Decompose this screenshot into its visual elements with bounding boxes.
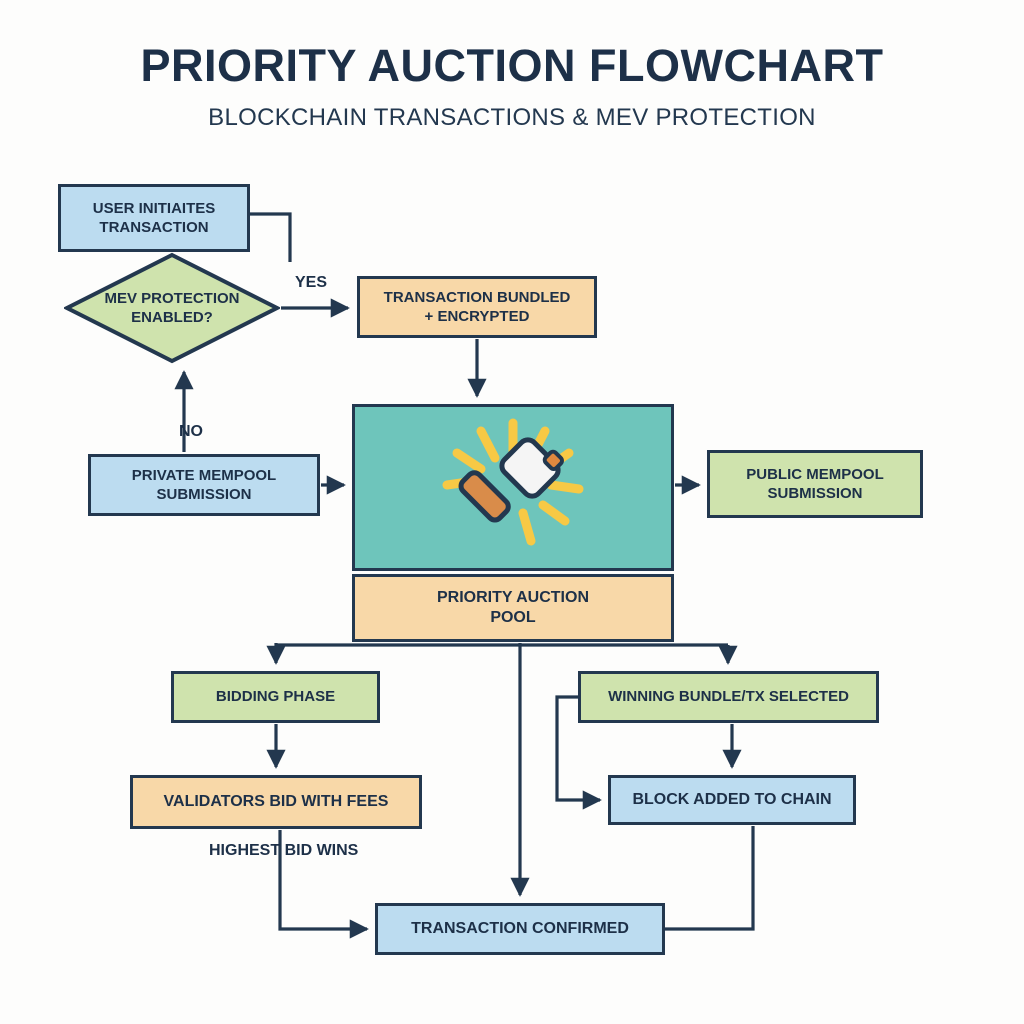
node-label-block-added: BLOCK ADDED TO CHAIN	[632, 790, 832, 808]
node-winning-bundle[interactable]: WINNING BUNDLE/TX SELECTED	[578, 671, 879, 723]
node-block-added[interactable]: BLOCK ADDED TO CHAIN	[608, 775, 856, 825]
edge-label-no: NO	[179, 423, 203, 440]
edge-block-to-confirmed	[665, 826, 755, 931]
node-label-user-initiates: USER INITIAITES TRANSACTION	[92, 199, 216, 236]
node-label-private-mempool: PRIVATE MEMPOOL SUBMISSION	[131, 466, 277, 503]
node-public-mempool[interactable]: PUBLIC MEMPOOL SUBMISSION	[707, 450, 923, 518]
gavel-icon	[442, 418, 584, 545]
node-auction-arena[interactable]	[352, 404, 674, 571]
node-user-initiates[interactable]: USER INITIAITES TRANSACTION	[58, 184, 250, 252]
node-priority-auction-pool[interactable]: PRIORITY AUCTION POOL	[352, 574, 674, 642]
diamond-shape	[64, 252, 280, 364]
node-label-bidding-phase: BIDDING PHASE	[215, 688, 336, 706]
node-validators-bid[interactable]: VALIDATORS BID WITH FEES	[130, 775, 422, 829]
node-label-transaction-confirmed: TRANSACTION CONFIRMED	[411, 919, 629, 937]
node-transaction-confirmed[interactable]: TRANSACTION CONFIRMED	[375, 903, 665, 955]
edge-label-yes: YES	[295, 274, 328, 291]
node-label-mev-protection: MEV PROTECTION ENABLED?	[104, 289, 240, 326]
page-subtitle: BLOCKCHAIN TRANSACTIONS & MEV PROTECTION	[208, 104, 816, 131]
node-private-mempool[interactable]: PRIVATE MEMPOOL SUBMISSION	[88, 454, 320, 516]
gavel-body	[458, 436, 564, 522]
edge-label-highest-bid-wins: HIGHEST BID WINS	[209, 842, 359, 859]
node-label-validators-bid: VALIDATORS BID WITH FEES	[163, 792, 389, 810]
node-transaction-bundled[interactable]: TRANSACTION BUNDLED + ENCRYPTED	[357, 276, 597, 338]
node-label-transaction-bundled: TRANSACTION BUNDLED + ENCRYPTED	[383, 288, 571, 325]
node-label-winning-bundle: WINNING BUNDLE/TX SELECTED	[608, 688, 849, 706]
node-bidding-phase[interactable]: BIDDING PHASE	[171, 671, 380, 723]
node-label-public-mempool: PUBLIC MEMPOOL SUBMISSION	[746, 465, 884, 502]
node-label-priority-auction-pool: PRIORITY AUCTION POOL	[436, 588, 589, 626]
page-title: PRIORITY AUCTION FLOWCHART	[140, 40, 884, 91]
node-mev-protection[interactable]: MEV PROTECTION ENABLED?	[64, 252, 280, 364]
